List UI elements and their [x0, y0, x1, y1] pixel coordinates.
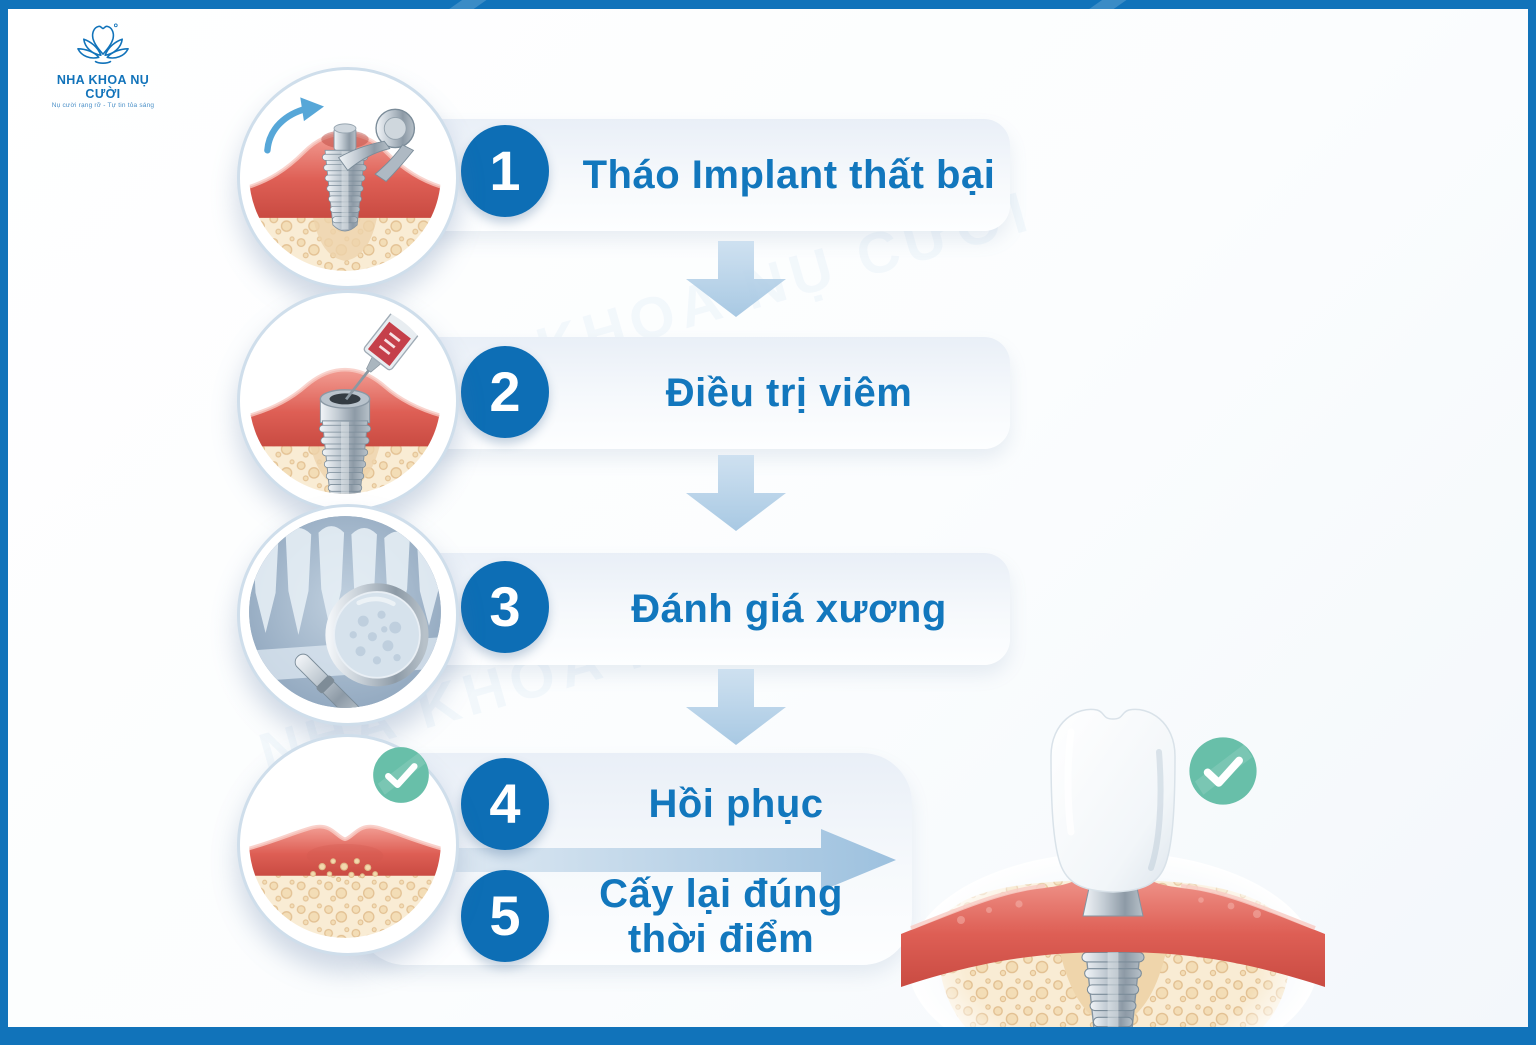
check-icon [372, 746, 430, 804]
step-5-number-badge: 5 [461, 870, 549, 962]
down-arrow-icon [686, 455, 786, 531]
step-3-number-badge: 3 [461, 561, 549, 653]
step-1-number: 1 [489, 139, 521, 202]
step-3-illustration [237, 504, 459, 726]
content-area: NHA KHOA NỤ CƯỜI NHA KHOA NỤ CƯỜI NHA KH… [8, 9, 1528, 1027]
lotus-tooth-logo-icon [77, 23, 129, 64]
step-3-number: 3 [489, 575, 521, 638]
step-5-label-line1: Cấy lại đúng [599, 871, 843, 916]
step-1-illustration [237, 67, 459, 289]
xray-magnifier-illustration [249, 516, 441, 708]
step-2-label: Điều trị viêm [665, 370, 913, 415]
brand-logo: NHA KHOA NỤ CƯỜI Nụ cười rạng rỡ - Tự ti… [38, 21, 168, 109]
successful-implant-illustration [901, 708, 1325, 1027]
syringe-implant-illustration [249, 302, 441, 494]
brand-name: NHA KHOA NỤ CƯỜI [56, 73, 150, 101]
step-5-number: 5 [489, 884, 521, 947]
step-3-label: Đánh giá xương [631, 586, 947, 631]
step-5-label: Cấy lại đúng thời điểm [556, 864, 886, 969]
step-2-illustration [237, 290, 459, 512]
step-2-number: 2 [489, 360, 521, 423]
right-arrow-icon [364, 829, 896, 891]
brand-tagline: Nụ cười rạng rỡ - Tự tin tỏa sáng [51, 102, 155, 109]
step-4-number-badge: 4 [461, 758, 549, 850]
step-5-label-line2: thời điểm [627, 916, 815, 961]
down-arrow-icon [686, 241, 786, 317]
forceps-implant-illustration [249, 79, 441, 271]
step-1-number-badge: 1 [461, 125, 549, 217]
check-icon [1188, 736, 1258, 806]
step-4-number: 4 [489, 772, 521, 835]
step-2-number-badge: 2 [461, 346, 549, 438]
step-1-label: Tháo Implant thất bại [582, 152, 996, 197]
down-arrow-icon [686, 669, 786, 745]
step-4-label: Hồi phục [648, 781, 824, 826]
